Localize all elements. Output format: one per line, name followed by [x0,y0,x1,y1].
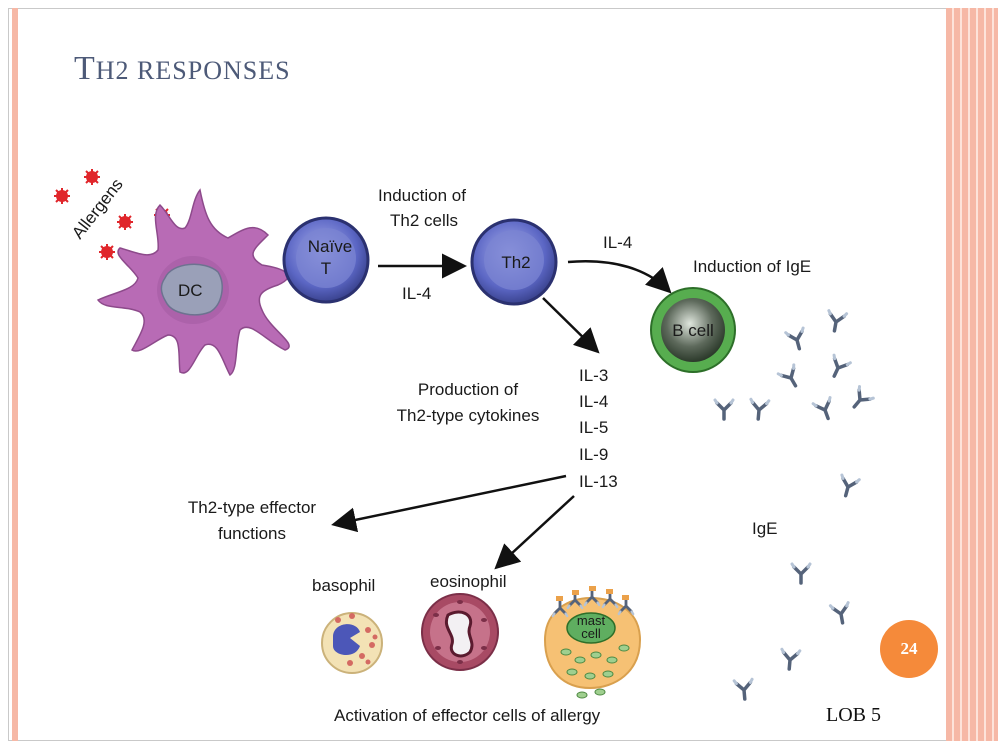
induction-th2-label-line1: Induction of [378,186,466,205]
effector-functions-line2: functions [218,524,286,543]
slide-border-bottom [8,740,998,741]
slide-title: TH2 RESPONSES [74,50,291,87]
ige-antibodies [713,308,876,702]
left-accent-stripe [12,8,18,741]
naive-t-label-line1: Naïve [308,237,352,256]
b-cell-label: B cell [672,321,714,340]
naive-t-cell: Naïve T [282,216,370,304]
effector-functions-line1: Th2-type effector [188,498,317,517]
basophil-label: basophil [312,576,375,595]
production-label-line2: Th2-type cytokines [397,406,540,425]
cytokine-item: IL-3 [579,366,608,385]
basophil-cell [321,612,383,674]
arrow-to-effector-cells [494,495,575,570]
th2-label: Th2 [501,253,530,272]
footer-lob-code: LOB 5 [826,704,881,726]
slide-border-left [8,8,9,741]
mast-label-line2: cell [581,626,601,641]
dendritic-cell: DC [96,188,290,377]
cytokine-list: IL-3 IL-4 IL-5 IL-9 IL-13 [579,366,618,491]
arrow-th2-to-cytokines [542,297,600,354]
arrow-to-effector-functions [331,474,567,533]
induction-ige-label: Induction of IgE [693,257,811,276]
eosinophil-cell [421,593,499,671]
b-cell: B cell [650,287,736,373]
induction-th2-label-line2: Th2 cells [390,211,458,230]
cytokine-item: IL-9 [579,445,608,464]
il4-top-label: IL-4 [603,233,632,252]
activation-label: Activation of effector cells of allergy [334,706,601,725]
page-number-badge: 24 [880,620,938,678]
eosinophil-label: eosinophil [430,572,507,591]
allergens-label: Allergens [68,175,127,243]
right-accent-stripe [946,8,998,741]
slide-border-top [8,8,998,9]
ige-label: IgE [752,519,778,538]
cytokine-item: IL-5 [579,418,608,437]
dc-label: DC [178,281,203,300]
arrow-th2-to-bcell [567,260,672,294]
cytokine-item: IL-13 [579,472,618,491]
th2-cell: Th2 [470,218,558,306]
cytokine-item: IL-4 [579,392,608,411]
mast-cell: mast cell [543,586,642,699]
il4-bottom-label: IL-4 [402,284,431,303]
production-label-line1: Production of [418,380,518,399]
naive-t-label-line2: T [321,259,331,278]
mast-label-line1: mast [577,613,606,628]
